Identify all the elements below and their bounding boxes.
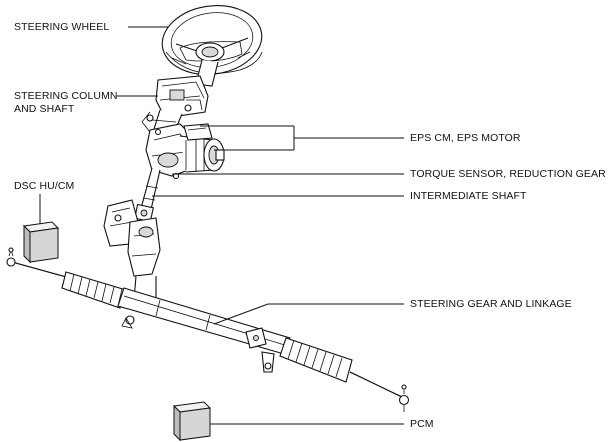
pcm-module-box-icon — [172, 401, 212, 442]
label-steering-column-line1: STEERING COLUMN — [14, 90, 118, 102]
label-eps-cm-motor: EPS CM, EPS MOTOR — [410, 132, 521, 144]
label-steering-gear: STEERING GEAR AND LINKAGE — [410, 298, 572, 310]
dsc-module-box-icon — [22, 221, 60, 264]
label-steering-wheel: STEERING WHEEL — [14, 21, 110, 33]
label-pcm: PCM — [410, 418, 434, 430]
shaft-icon — [134, 167, 161, 223]
label-dsc-hu-cm: DSC HU/CM — [14, 180, 75, 192]
label-torque-sensor: TORQUE SENSOR, REDUCTION GEAR — [410, 168, 606, 180]
label-intermediate-shaft: INTERMEDIATE SHAFT — [410, 190, 527, 202]
leader-lines — [39, 26, 404, 425]
label-steering-column-line2: AND SHAFT — [14, 103, 75, 115]
rack-icon — [6, 199, 410, 412]
motor-icon — [145, 123, 225, 180]
